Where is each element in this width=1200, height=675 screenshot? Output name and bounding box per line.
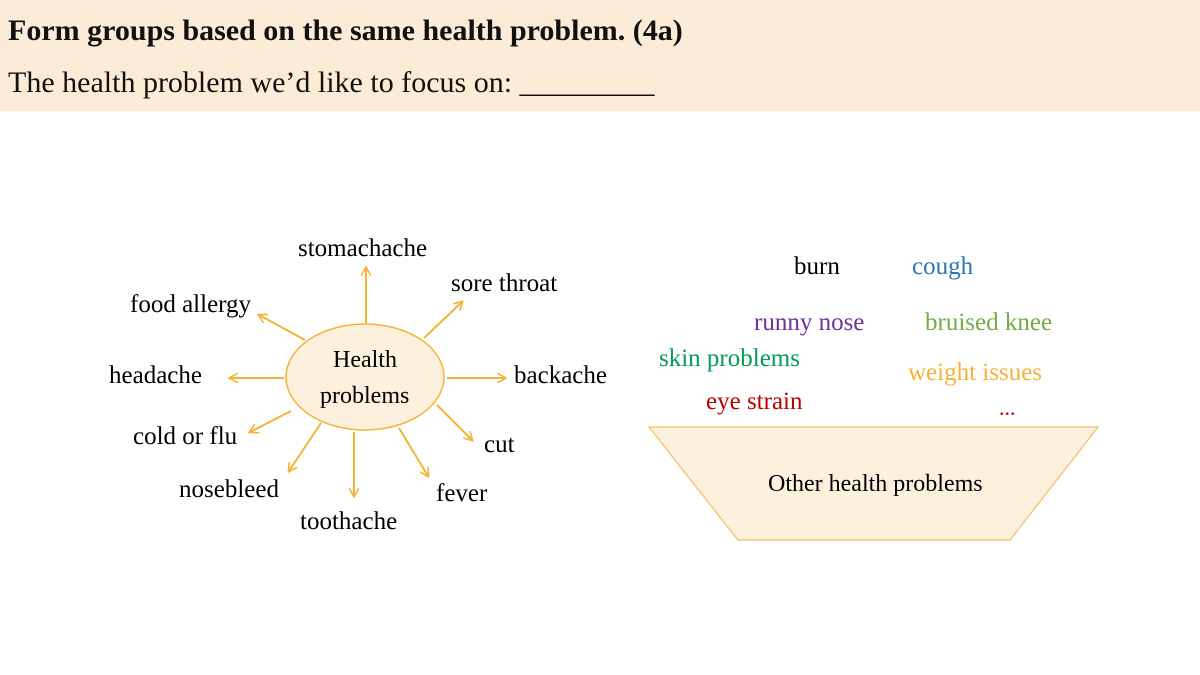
center-ellipse: [285, 323, 445, 431]
center-label-line2: problems: [320, 383, 410, 409]
item-headache: headache: [109, 362, 202, 389]
word-runny-nose: runny nose: [754, 309, 865, 336]
word-skin-problems: skin problems: [659, 345, 800, 372]
word-eye-strain: eye strain: [706, 388, 803, 415]
item-food-allergy: food allergy: [130, 291, 252, 318]
item-fever: fever: [436, 480, 488, 507]
arrow-food-allergy: [259, 315, 306, 341]
mind-map-arrows: [230, 268, 505, 496]
other-problems-container: [647, 426, 1100, 541]
other-problems-label: Other health problems: [768, 471, 983, 497]
item-stomachache: stomachache: [298, 235, 428, 262]
arrow-cut: [436, 404, 472, 440]
word-bruised-knee: bruised knee: [925, 309, 1053, 336]
item-sore-throat: sore throat: [451, 270, 558, 297]
arrow-nosebleed: [289, 422, 322, 471]
word-weight-issues: weight issues: [908, 359, 1043, 386]
center-label-line1: Health: [333, 347, 397, 373]
arrow-cold-or-flu: [250, 410, 292, 432]
word-ellipsis: ...: [999, 395, 1016, 420]
item-cut: cut: [484, 431, 515, 458]
item-nosebleed: nosebleed: [179, 476, 279, 503]
item-backache: backache: [514, 362, 607, 389]
item-cold-or-flu: cold or flu: [133, 423, 238, 450]
word-cough: cough: [912, 253, 974, 280]
word-burn: burn: [794, 253, 840, 280]
item-toothache: toothache: [300, 508, 398, 535]
arrow-fever: [398, 427, 428, 476]
arrow-sore-throat: [423, 302, 462, 339]
page-title: Form groups based on the same health pro…: [8, 14, 683, 47]
header-band: [0, 0, 1200, 111]
focus-prompt: The health problem we’d like to focus on…: [8, 66, 655, 99]
